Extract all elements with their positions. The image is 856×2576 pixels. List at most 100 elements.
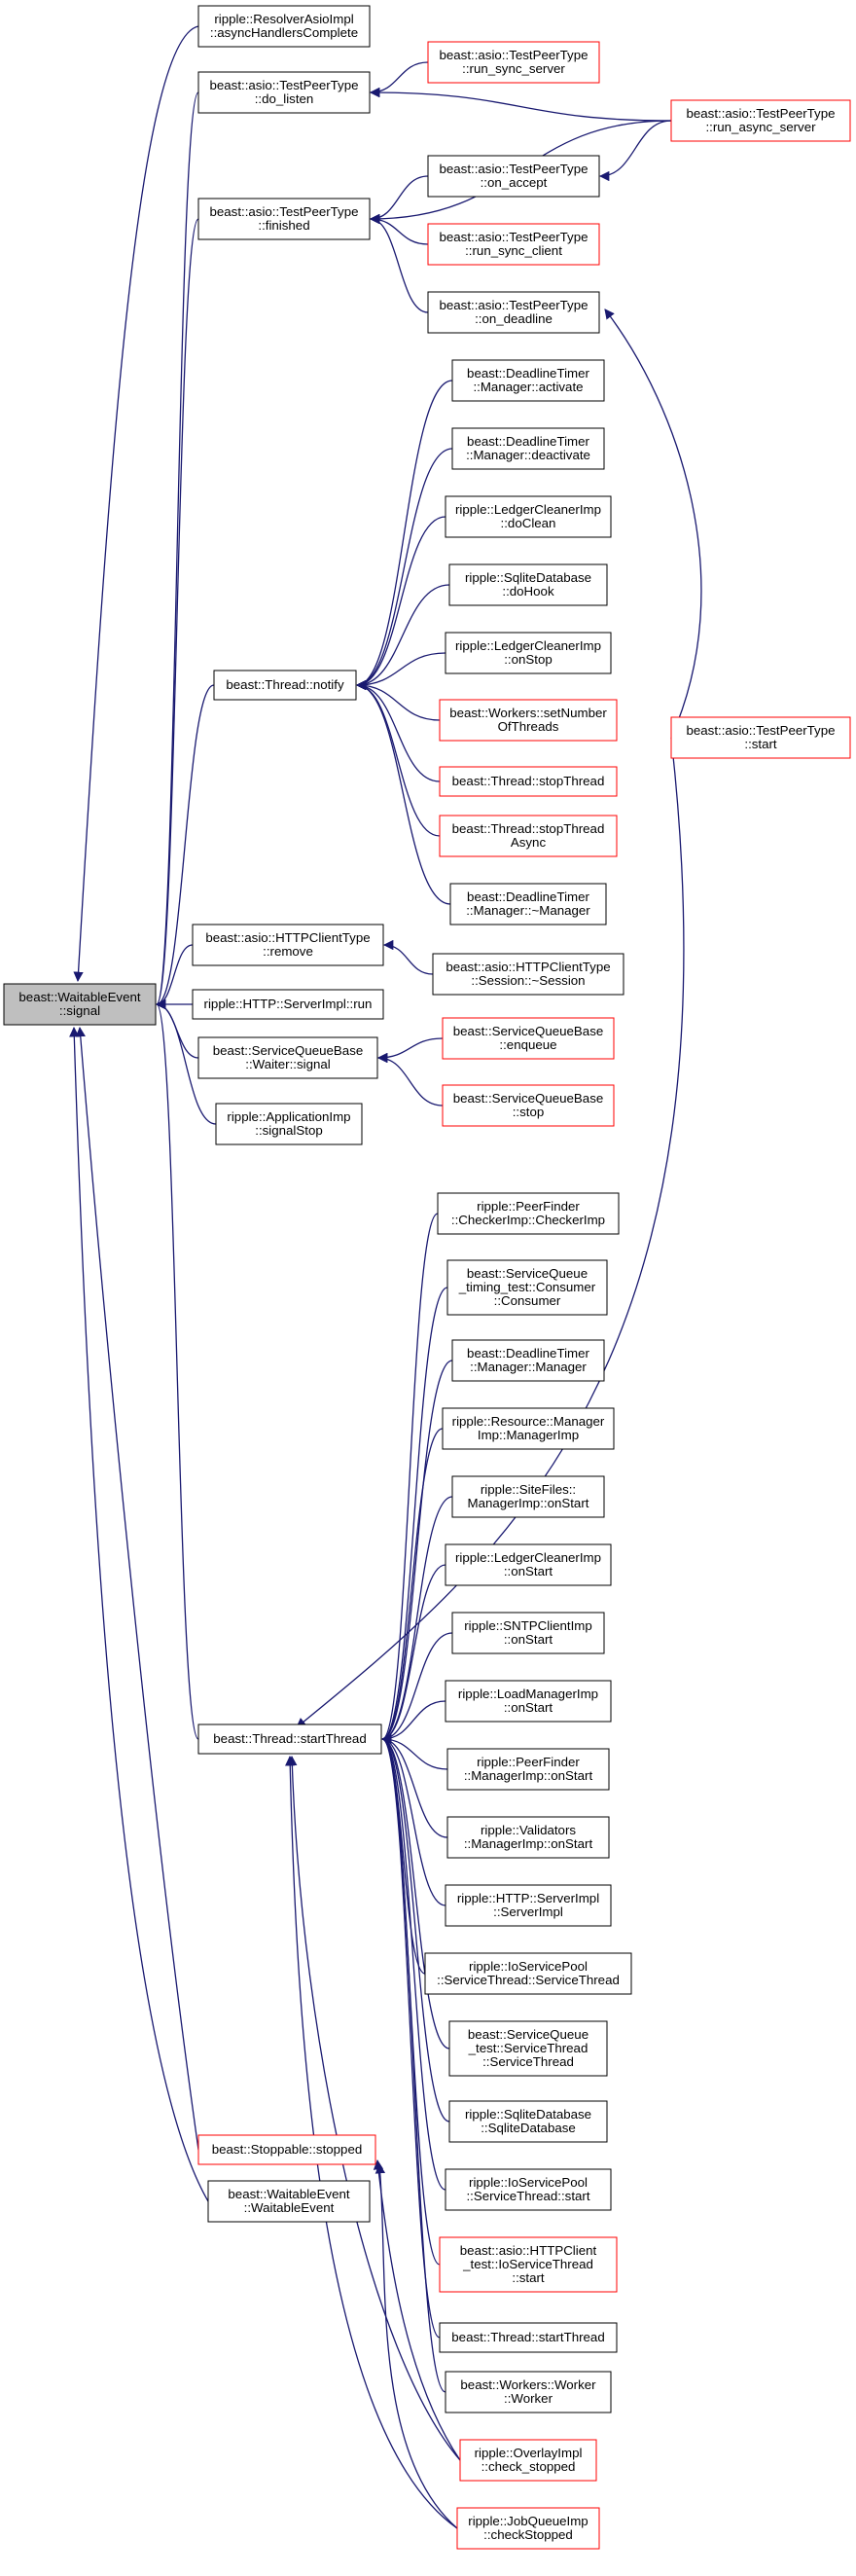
edge-tpt_run_async_server-to-tpt_do_listen — [369, 87, 672, 122]
node-label-line: ::CheckerImp::CheckerImp — [451, 1213, 605, 1227]
node-httpclient_remove[interactable]: beast::asio::HTTPClientType::remove — [192, 924, 384, 966]
edge-lci_onstop-to-thread_notify — [355, 652, 446, 691]
edge-sntp_onstart-to-thread_startthread — [380, 1632, 453, 1745]
node-box — [197, 71, 371, 114]
node-dt_activate[interactable]: beast::DeadlineTimer::Manager::activate — [451, 359, 605, 402]
node-thread_notify[interactable]: beast::Thread::notify — [213, 670, 357, 701]
node-lci_onstop[interactable]: ripple::LedgerCleanerImp::onStop — [445, 632, 612, 674]
node-dt_manager_ctor[interactable]: beast::DeadlineTimer::Manager::Manager — [451, 1339, 605, 1382]
node-tpt_finished[interactable]: beast::asio::TestPeerType::finished — [197, 198, 371, 240]
node-sqb_stop[interactable]: beast::ServiceQueueBase::stop — [442, 1084, 615, 1127]
node-label-line: ::run_async_server — [705, 120, 816, 134]
edge-thread_stopthread-to-thread_notify — [355, 679, 441, 782]
node-box — [213, 670, 357, 701]
node-lci_onstart[interactable]: ripple::LedgerCleanerImp::onStart — [445, 1543, 612, 1586]
node-dt_dtor[interactable]: beast::DeadlineTimer::Manager::~Manager — [449, 883, 607, 925]
node-sitefiles_onstart[interactable]: ripple::SiteFiles::ManagerImp::onStart — [451, 1475, 605, 1518]
node-tpt_run_sync_client[interactable]: beast::asio::TestPeerType::run_sync_clie… — [427, 223, 600, 266]
node-box — [432, 953, 624, 996]
node-label-line: ripple::SNTPClientImp — [464, 1618, 592, 1633]
node-tpt_on_accept[interactable]: beast::asio::TestPeerType::on_accept — [427, 155, 600, 198]
node-box — [197, 5, 371, 48]
node-pf_mgr_onstart[interactable]: ripple::PeerFinder::ManagerImp::onStart — [446, 1748, 610, 1791]
node-label-line: ::doClean — [501, 516, 556, 530]
node-sntp_onstart[interactable]: ripple::SNTPClientImp::onStart — [451, 1612, 605, 1654]
node-tpt_do_listen[interactable]: beast::asio::TestPeerType::do_listen — [197, 71, 371, 114]
node-waitable_signal[interactable]: beast::WaitableEvent::signal — [3, 983, 157, 1026]
node-waitable_ctor[interactable]: beast::WaitableEvent::WaitableEvent — [207, 2180, 371, 2223]
node-label-line: beast::Thread::notify — [226, 677, 344, 692]
edge-tpt_finished-to-waitable_signal — [155, 218, 199, 1009]
node-httpclient_session_dtor[interactable]: beast::asio::HTTPClientType::Session::~S… — [432, 953, 624, 996]
node-tpt_start[interactable]: beast::asio::TestPeerType::start — [670, 716, 851, 759]
node-label-line: beast::Workers::Worker — [460, 2377, 596, 2392]
node-label-line: ripple::HTTP::ServerImpl::run — [204, 997, 373, 1011]
node-box — [446, 1816, 610, 1859]
node-sqlite_dohook[interactable]: ripple::SqliteDatabase::doHook — [448, 563, 608, 606]
node-loadmgr_onstart[interactable]: ripple::LoadManagerImp::onStart — [445, 1680, 612, 1723]
node-thread_stopthread[interactable]: beast::Thread::stopThread — [439, 766, 618, 797]
node-box — [424, 1952, 632, 1995]
node-appimp_signalstop[interactable]: ripple::ApplicationImp::signalStop — [215, 1103, 363, 1145]
node-box — [448, 563, 608, 606]
node-label-line: ::onStart — [504, 1632, 553, 1647]
node-iosp_servicethread_ctor[interactable]: ripple::IoServicePool::ServiceThread::Se… — [424, 1952, 632, 1995]
node-box — [445, 495, 612, 538]
node-label-line: beast::asio::TestPeerType — [440, 48, 588, 62]
edge-workers_setnum-to-thread_notify — [355, 679, 441, 721]
node-validators_onstart[interactable]: ripple::Validators::ManagerImp::onStart — [446, 1816, 610, 1859]
node-box — [456, 2507, 600, 2550]
node-label-line: ::ServerImpl — [493, 1905, 563, 1919]
node-tpt_run_async_server[interactable]: beast::asio::TestPeerType::run_async_ser… — [670, 99, 851, 142]
node-dt_deactivate[interactable]: beast::DeadlineTimer::Manager::deactivat… — [451, 427, 605, 470]
node-iosp_servicethread_start[interactable]: ripple::IoServicePool::ServiceThread::st… — [445, 2168, 612, 2211]
edge-thread_startthread-to-waitable_signal — [155, 999, 199, 1740]
node-label-line: beast::asio::TestPeerType — [440, 162, 588, 176]
edge-http_serverimpl_ctor-to-thread_startthread — [380, 1733, 446, 1906]
node-sqlite_ctor[interactable]: ripple::SqliteDatabase::SqliteDatabase — [448, 2100, 608, 2143]
node-label-line: ::doHook — [502, 584, 554, 599]
node-box — [442, 1017, 615, 1060]
node-workers_worker[interactable]: beast::Workers::Worker::Worker — [445, 2371, 612, 2413]
node-label-line: _test::ServiceThread — [468, 2041, 588, 2055]
node-label-line: ::on_accept — [481, 175, 548, 190]
node-http_serverimpl_ctor[interactable]: ripple::HTTP::ServerImpl::ServerImpl — [445, 1884, 612, 1927]
node-stoppable_stopped[interactable]: beast::Stoppable::stopped — [197, 2134, 376, 2165]
node-label-line: ripple::PeerFinder — [477, 1755, 580, 1769]
edge-validators_onstart-to-thread_startthread — [380, 1733, 448, 1838]
node-box — [439, 2322, 618, 2353]
edge-dt_activate-to-thread_notify — [355, 380, 453, 691]
node-label-line: ManagerImp::onStart — [468, 1496, 589, 1510]
node-tpt_on_deadline[interactable]: beast::asio::TestPeerType::on_deadline — [427, 291, 600, 334]
node-pf_checkerimp[interactable]: ripple::PeerFinder::CheckerImp::CheckerI… — [437, 1192, 620, 1235]
node-label-line: beast::asio::TestPeerType — [440, 230, 588, 244]
node-label-line: beast::DeadlineTimer — [467, 434, 589, 449]
node-resolver_async[interactable]: ripple::ResolverAsioImpl::asyncHandlersC… — [197, 5, 371, 48]
node-box — [451, 1475, 605, 1518]
node-box — [445, 2371, 612, 2413]
node-sqb_enqueue[interactable]: beast::ServiceQueueBase::enqueue — [442, 1017, 615, 1060]
node-jobqueue_checkstopped[interactable]: ripple::JobQueueImp::checkStopped — [456, 2507, 600, 2550]
node-thread_startthread2[interactable]: beast::Thread::startThread — [439, 2322, 618, 2353]
node-lci_doclean[interactable]: ripple::LedgerCleanerImp::doClean — [445, 495, 612, 538]
node-label-line: beast::ServiceQueueBase — [453, 1091, 604, 1106]
node-box — [439, 2236, 618, 2293]
node-box — [445, 632, 612, 674]
node-label-line: ripple::Validators — [481, 1823, 576, 1837]
node-label-line: beast::Thread::stopThread — [452, 774, 605, 788]
node-httpclient_test_start[interactable]: beast::asio::HTTPClient_test::IoServiceT… — [439, 2236, 618, 2293]
node-label-line: ::stop — [513, 1105, 545, 1119]
node-thread_startthread[interactable]: beast::Thread::startThread — [197, 1723, 382, 1755]
node-resource_managerimp[interactable]: ripple::Resource::ManagerImp::ManagerImp — [442, 1407, 615, 1450]
node-label-line: beast::Thread::stopThread — [452, 821, 605, 836]
node-label-line: beast::WaitableEvent — [18, 990, 140, 1004]
node-sq_timing_consumer[interactable]: beast::ServiceQueue_timing_test::Consume… — [446, 1259, 608, 1316]
node-http_serverimpl_run[interactable]: ripple::HTTP::ServerImpl::run — [192, 989, 384, 1020]
node-label-line: beast::ServiceQueueBase — [213, 1043, 364, 1058]
node-sq_test_servicethread[interactable]: beast::ServiceQueue_test::ServiceThread:… — [448, 2020, 608, 2077]
node-sqb_waiter_signal[interactable]: beast::ServiceQueueBase::Waiter::signal — [197, 1036, 378, 1079]
node-overlay_check_stopped[interactable]: ripple::OverlayImpl::check_stopped — [459, 2439, 597, 2482]
node-tpt_run_sync_server[interactable]: beast::asio::TestPeerType::run_sync_serv… — [427, 41, 600, 84]
